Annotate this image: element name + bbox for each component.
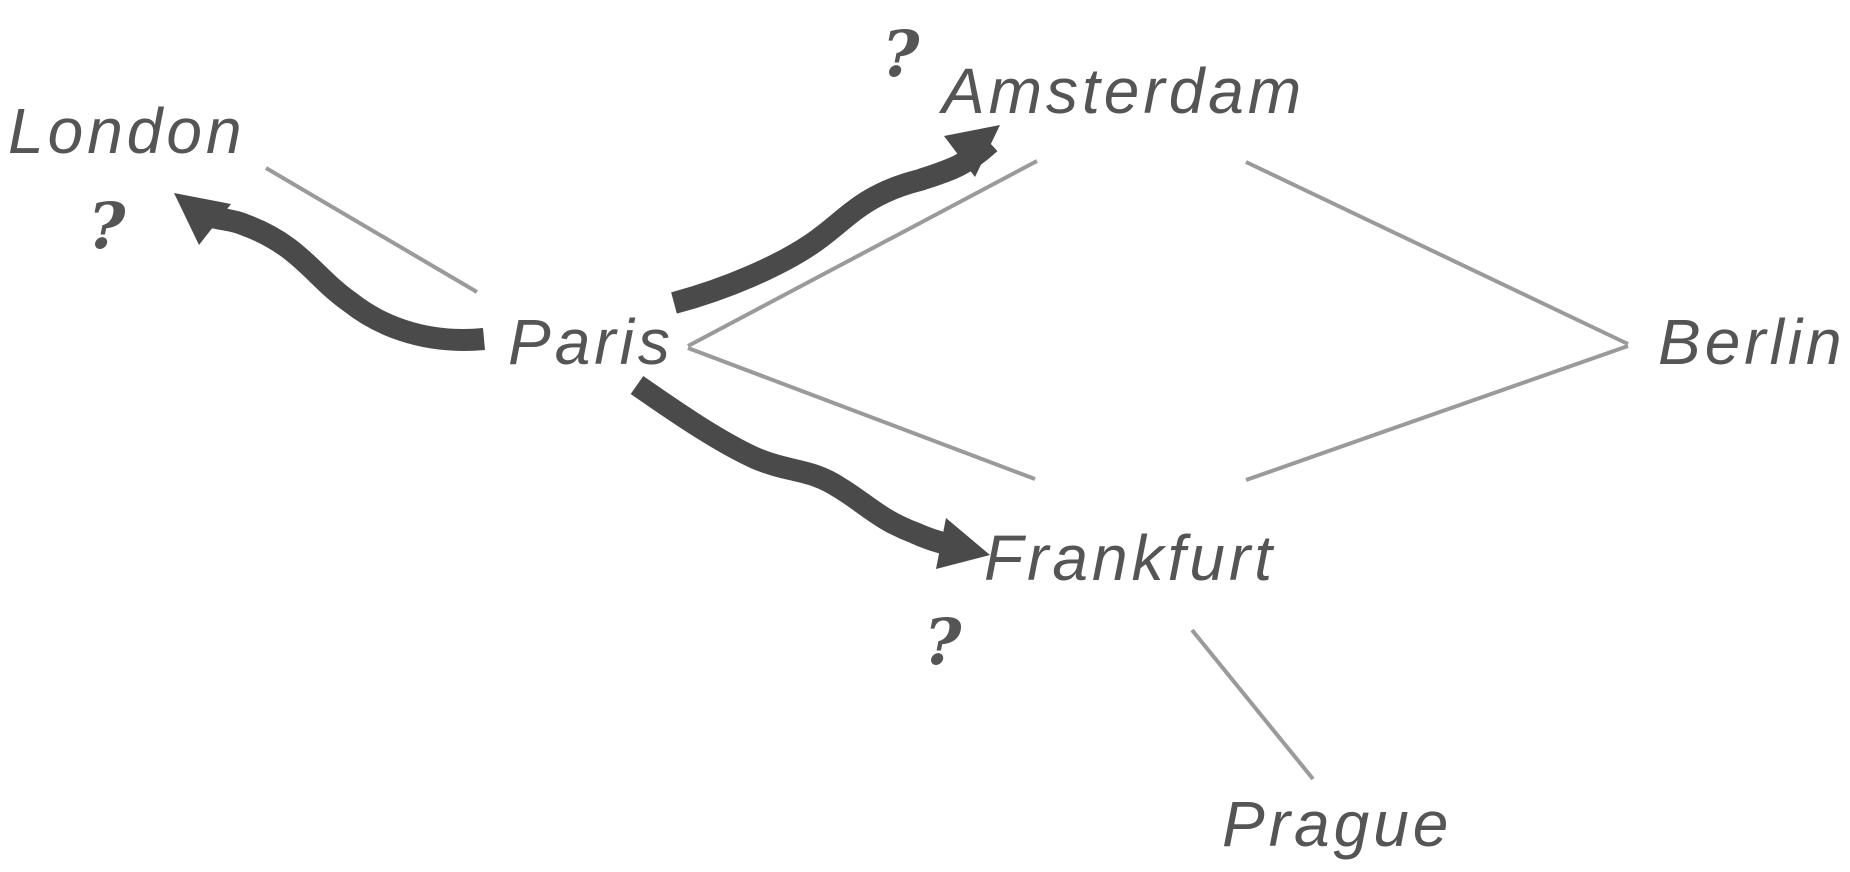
question-mark-london: ? — [88, 189, 126, 264]
connector-paris-frankfurt — [687, 346, 1036, 481]
connector-amsterdam-berlin — [1245, 160, 1629, 346]
connector-frankfurt-berlin — [1245, 344, 1629, 482]
city-label-paris: Paris — [508, 306, 674, 378]
connector-paris-amsterdam — [687, 159, 1038, 348]
city-label-london: London — [8, 95, 246, 167]
arrow-head — [174, 193, 231, 245]
connector-lines — [264, 159, 1629, 781]
arrow-shaft — [630, 375, 964, 559]
city-label-amsterdam: Amsterdam — [938, 55, 1305, 127]
connector-frankfurt-prague — [1190, 628, 1315, 781]
arrow-paris-to-frankfurt — [630, 375, 990, 569]
city-label-prague: Prague — [1222, 788, 1452, 860]
arrow-paris-to-amsterdam — [671, 125, 1000, 314]
city-label-frankfurt: Frankfurt — [984, 522, 1276, 594]
question-mark-amsterdam: ? — [882, 17, 920, 92]
arrow-shaft — [197, 204, 486, 351]
connector-london-paris — [264, 166, 479, 294]
arrow-shaft — [671, 134, 998, 314]
arrow-paris-to-london — [174, 193, 486, 351]
question-mark-frankfurt: ? — [924, 605, 962, 680]
city-label-berlin: Berlin — [1658, 306, 1846, 378]
arrow-head — [944, 125, 1000, 177]
arrow-head — [936, 518, 990, 569]
